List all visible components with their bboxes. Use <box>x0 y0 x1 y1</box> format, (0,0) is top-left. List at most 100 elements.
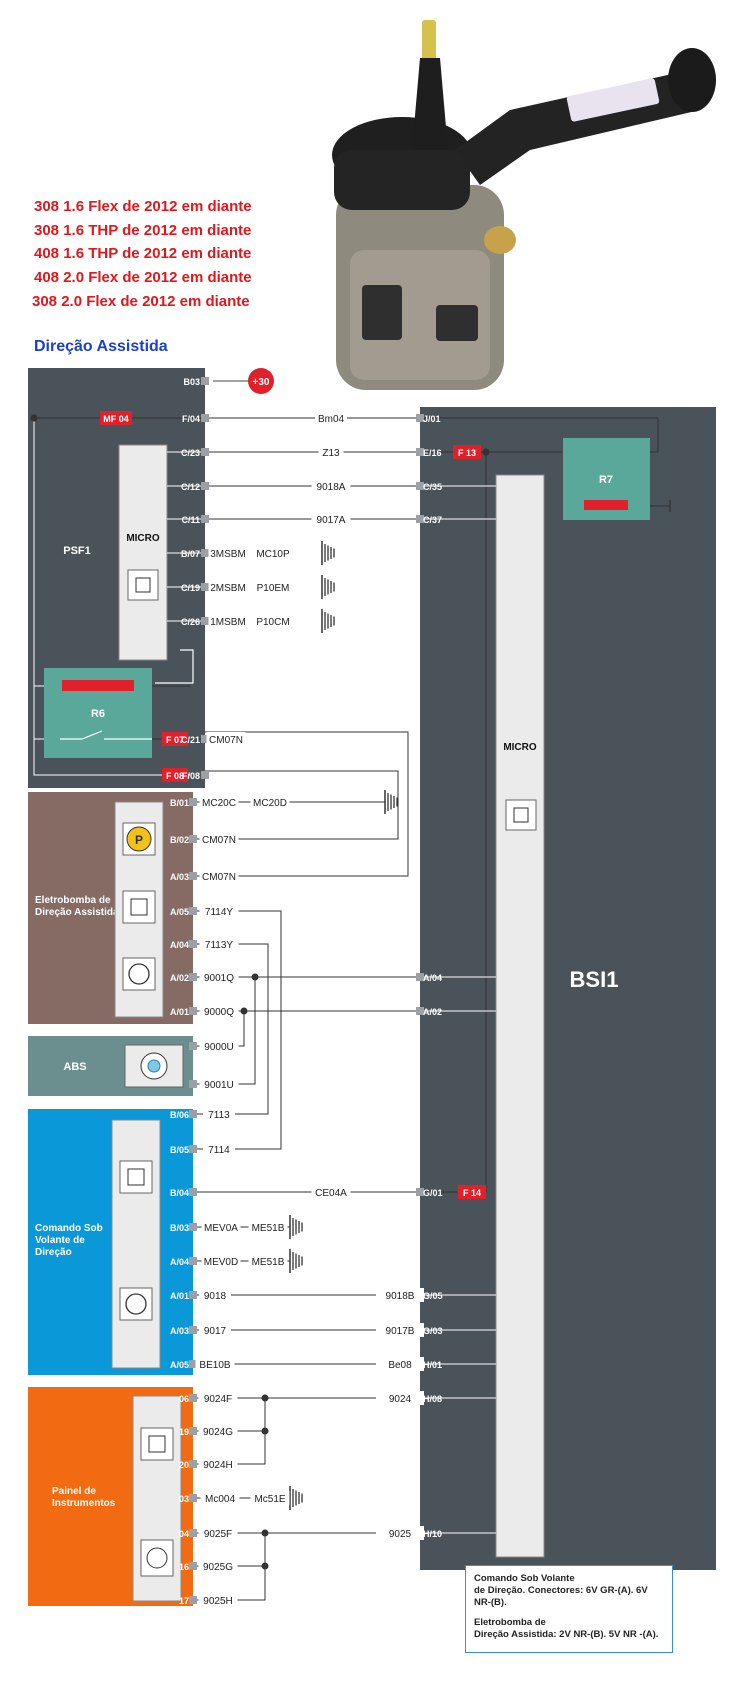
connector-pin: 04 <box>179 1529 197 1539</box>
pin-label: H/10 <box>423 1529 442 1539</box>
pin-label: 20 <box>179 1460 189 1470</box>
connector-pin: 20 <box>179 1460 197 1470</box>
wire-label: 9017 <box>204 1326 227 1337</box>
connector-pin: F/08 <box>182 771 209 781</box>
r6-coil <box>62 680 134 691</box>
connector-pins: B03F/04C/23C/12C/11B/07C/19C/26C/21F/08J… <box>170 377 443 1606</box>
abs-label: ABS <box>63 1061 86 1073</box>
pin-label: C/26 <box>181 617 200 627</box>
wire-label-bg <box>206 732 246 746</box>
fuse-badge: F 07 <box>162 732 188 746</box>
connector-pin: B/06 <box>170 1110 197 1120</box>
fuse-badge: MF 04 <box>100 411 132 425</box>
pin-label: J/01 <box>423 414 441 424</box>
junction-dot <box>261 1427 269 1435</box>
ground-icon <box>289 1215 303 1239</box>
note-line-4: Direção Assistida: 2V NR-(B). 5V NR -(A)… <box>474 1629 659 1640</box>
pin-label: C/35 <box>423 482 442 492</box>
connector-pin: B/07 <box>181 549 209 559</box>
wire-label-bg <box>201 1254 241 1268</box>
junction-dot <box>251 973 259 981</box>
grounds <box>289 500 671 1510</box>
bsi-micro <box>495 474 545 1558</box>
pin-label: B/07 <box>181 549 200 559</box>
section-title: Direção Assistida <box>34 338 168 355</box>
wire-label: CM07N <box>202 835 236 846</box>
wire-label-bg <box>253 546 293 560</box>
wire-label: 9025 <box>389 1529 412 1540</box>
wire-label-bg <box>199 970 239 984</box>
connector-pin: B/05 <box>170 1145 197 1155</box>
plus30-label: +30 <box>253 377 270 388</box>
pin-label: G/01 <box>423 1188 443 1198</box>
steering-internal <box>111 1119 161 1369</box>
pin-label: F/04 <box>182 414 200 424</box>
connector-pin: A/03 <box>170 1326 197 1336</box>
fuse-label: F 14 <box>463 1188 481 1198</box>
pin-label: H/08 <box>423 1394 442 1404</box>
abs-sensor-icon <box>147 1059 161 1073</box>
r7-label: R7 <box>599 474 613 486</box>
ground-icon <box>321 541 335 565</box>
wire-label-bg <box>198 1526 238 1540</box>
wire-label: MC10P <box>256 549 290 560</box>
wire-label: MEV0D <box>204 1257 238 1268</box>
wire-label-bg <box>199 1004 239 1018</box>
r7-coil <box>584 500 628 510</box>
plus30-badge: +30 <box>248 368 274 394</box>
chip-icon <box>140 1427 174 1461</box>
pin-label: G/05 <box>423 1291 443 1301</box>
pin-label: B/04 <box>170 1188 189 1198</box>
wire-label: MC20D <box>253 798 287 809</box>
wire-label: 9001Q <box>204 973 234 984</box>
pin-label: E/16 <box>423 448 442 458</box>
wire-label: 2MSBM <box>210 583 246 594</box>
wire-label: 7114Y <box>205 907 234 918</box>
wire-label-bg <box>203 1142 235 1156</box>
connector-pin: 19 <box>179 1427 197 1437</box>
wire-label: 9000U <box>204 1042 233 1053</box>
pin-label: B/05 <box>170 1145 189 1155</box>
wire-label-bg <box>248 1254 288 1268</box>
wire-label: 7113Y <box>205 940 234 951</box>
steering-label-2: Volante de <box>35 1235 85 1246</box>
pin-label: A/04 <box>170 940 189 950</box>
pin-label: F/08 <box>182 771 200 781</box>
chip-icon <box>122 890 156 924</box>
pin-label: B/06 <box>170 1110 189 1120</box>
pin-label: 03 <box>179 1494 189 1504</box>
wire-label-bg <box>199 832 239 846</box>
pin-label: A/05 <box>170 907 189 917</box>
wire-label-bg <box>199 1288 231 1302</box>
pin-label: 06 <box>179 1394 189 1404</box>
junction-dots <box>30 414 490 1570</box>
wire-label: MEV0A <box>204 1223 238 1234</box>
chip-icon <box>148 1435 166 1453</box>
connector-pin: A/04 <box>170 1257 197 1267</box>
fuse-label: F 07 <box>166 735 184 745</box>
wire-label: 9024G <box>203 1427 233 1438</box>
pin-label: A/04 <box>423 973 442 983</box>
gauge-icon <box>146 1547 168 1569</box>
wire-label-bg <box>208 546 248 560</box>
note-line-3: Eletrobomba de <box>474 1617 546 1628</box>
chip-icon <box>505 799 537 831</box>
pin-label: 16 <box>179 1562 189 1572</box>
wire-label-bg <box>198 1424 238 1438</box>
wire-label: 9000Q <box>204 1007 234 1018</box>
connector-pin: A/02 <box>170 973 197 983</box>
ground-icon <box>384 790 398 814</box>
wire-label-bg <box>253 614 293 628</box>
wire-label: 9018 <box>204 1291 227 1302</box>
connector-pin <box>189 1042 197 1050</box>
connector-pin: C/12 <box>181 482 209 492</box>
wire-label: 9024H <box>203 1460 232 1471</box>
pin-label: 04 <box>179 1529 189 1539</box>
bsi-micro-label: MICRO <box>503 742 537 753</box>
connector-pin: C/35 <box>416 482 442 492</box>
pump-label-1: Eletrobomba de <box>35 895 111 906</box>
wire-line <box>193 770 399 840</box>
wire-label-bg <box>311 512 351 526</box>
pin-label: H/01 <box>423 1360 442 1370</box>
